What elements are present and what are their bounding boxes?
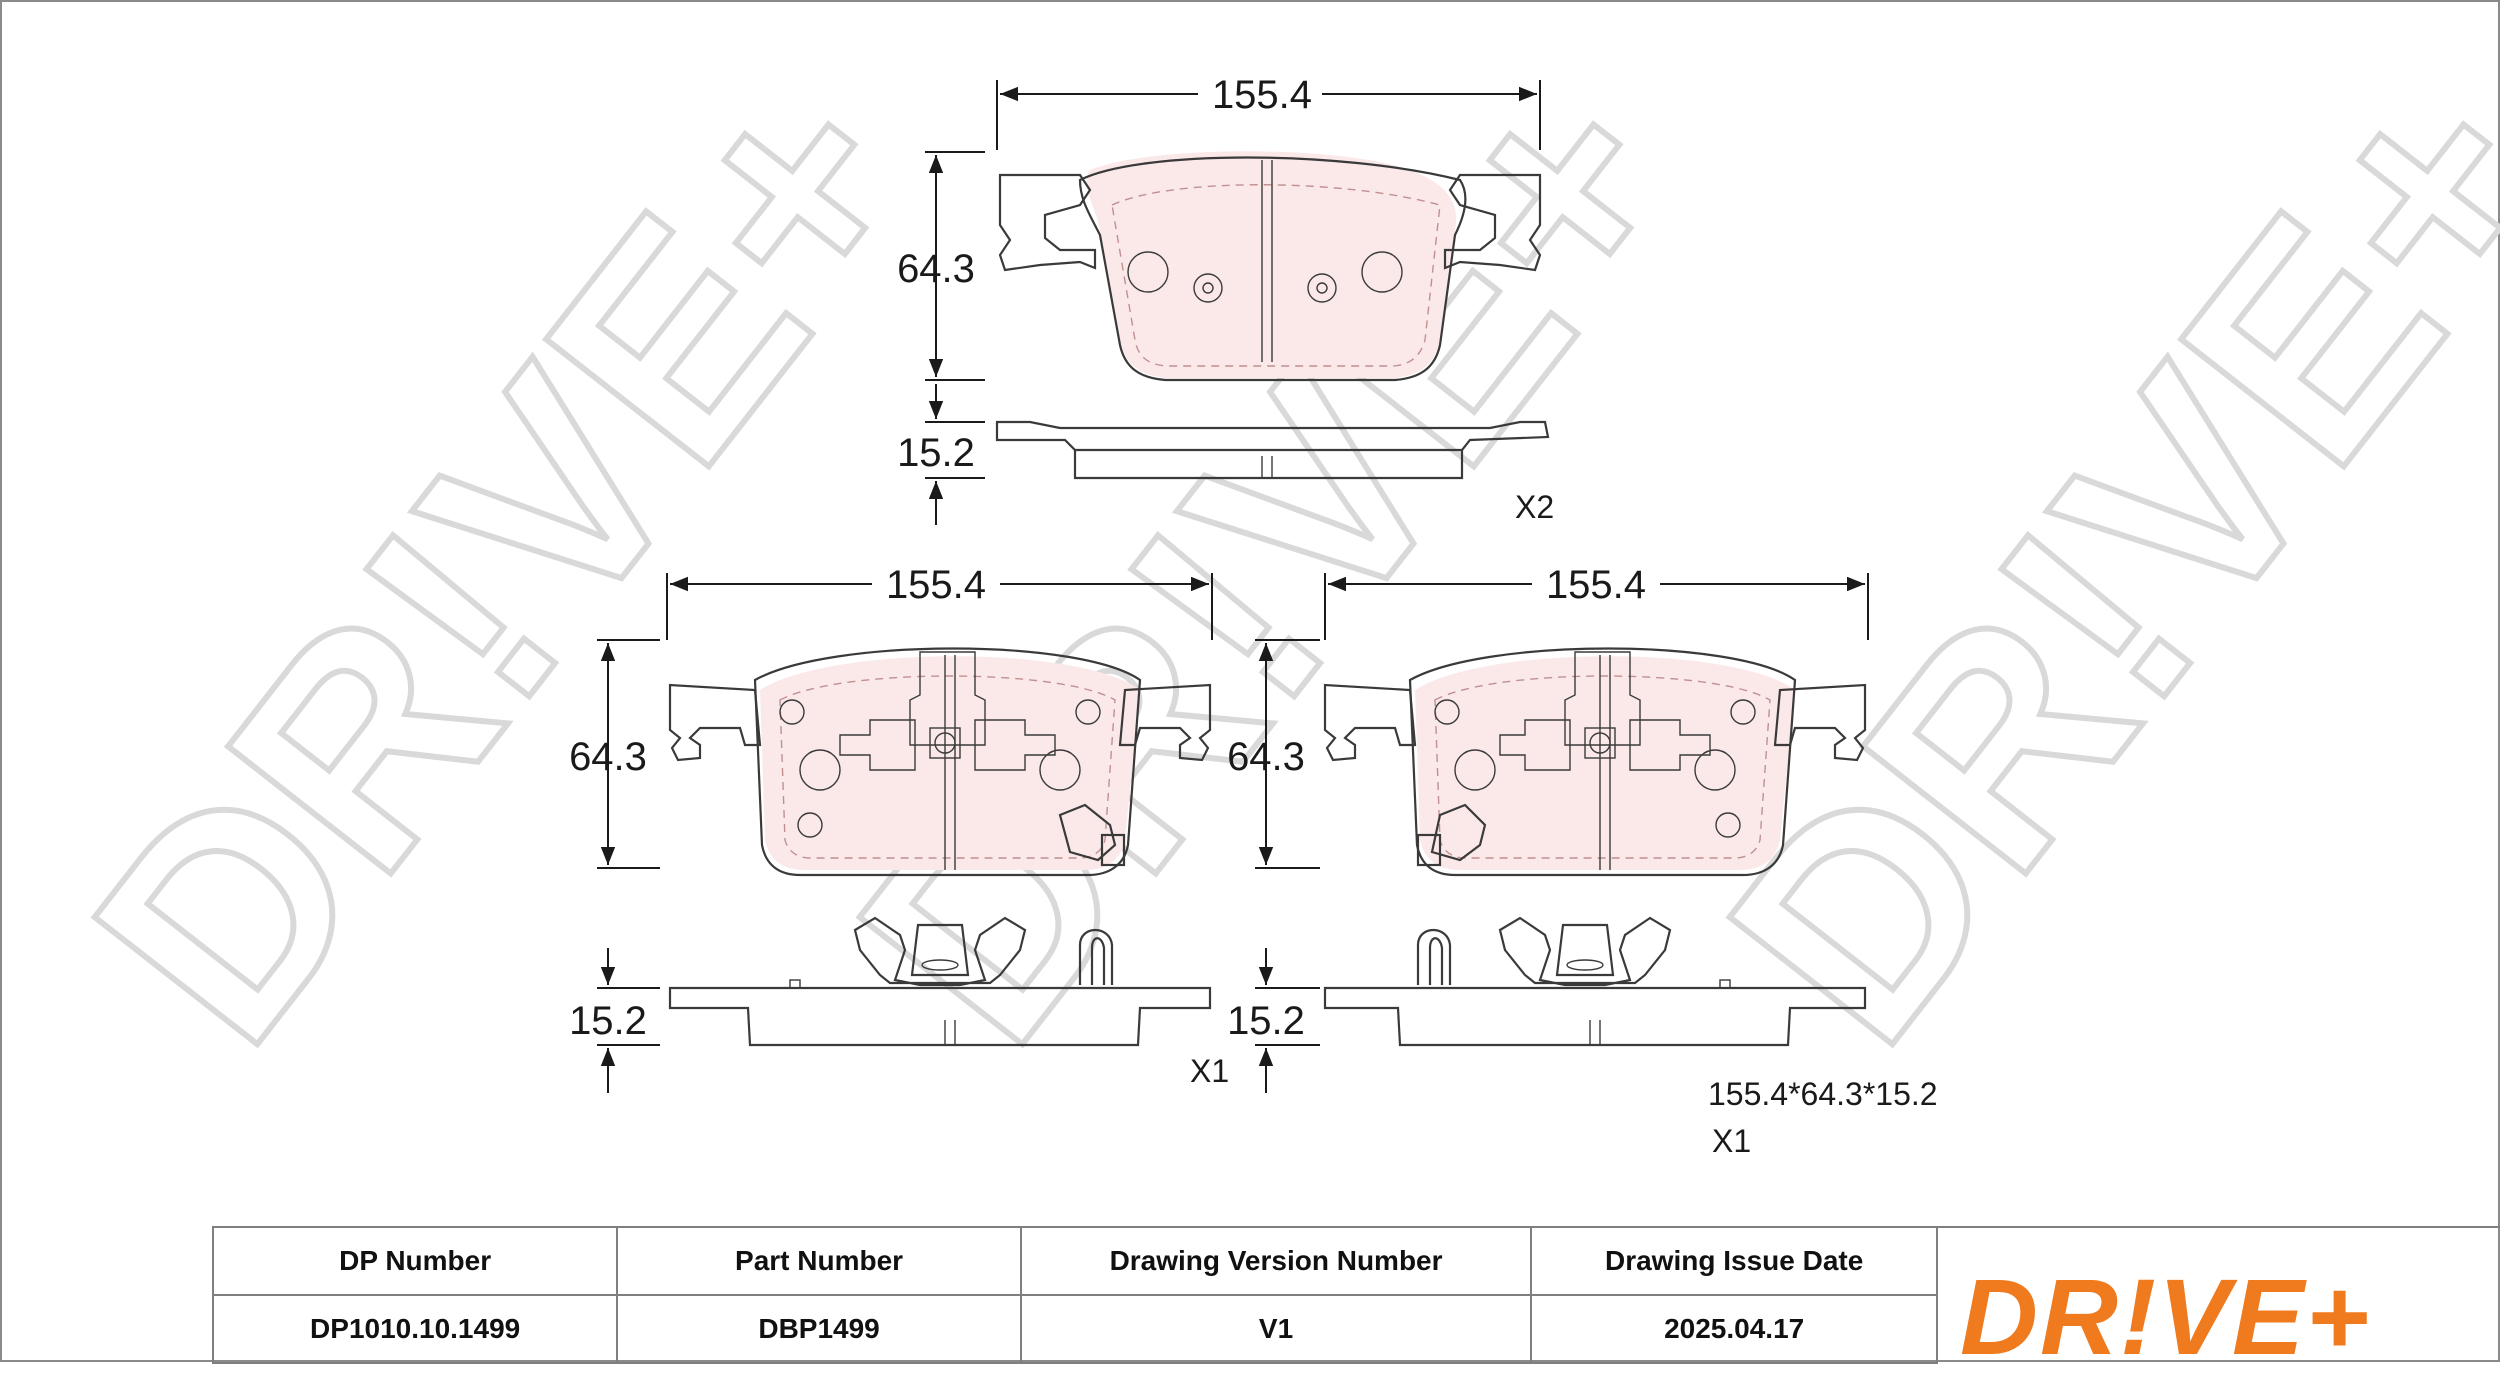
title-block: DP Number Part Number Drawing Version Nu… — [211, 1226, 1938, 1364]
left-thickness-dimension: 15.2 — [569, 948, 660, 1093]
summary-dimensions: 155.4*64.3*15.2 — [1708, 1076, 1938, 1112]
left-height-dimension: 64.3 — [569, 639, 660, 869]
top-quantity-label: X2 — [1515, 489, 1554, 525]
brand-logo: DR!VE+ — [1960, 1256, 2372, 1377]
left-thickness-label: 15.2 — [569, 999, 647, 1043]
left-height-label: 64.3 — [569, 735, 647, 779]
drawing-version-header: Drawing Version Number — [1019, 1226, 1533, 1296]
drawing-version-value: V1 — [1019, 1294, 1533, 1364]
left-pad-side-view — [668, 916, 1212, 1047]
watermark-left: DR!VE+ — [31, 19, 978, 1099]
right-thickness-label: 15.2 — [1227, 999, 1305, 1043]
left-pad-front-view — [668, 647, 1212, 877]
top-thickness-dimension: 15.2 — [897, 384, 985, 525]
top-thickness-label: 15.2 — [897, 431, 975, 475]
top-width-label: 155.4 — [1212, 73, 1312, 117]
dp-number-value: DP1010.10.1499 — [211, 1294, 619, 1364]
watermark-right: DR!VE+ — [1666, 19, 2500, 1099]
top-height-label: 64.3 — [897, 247, 975, 291]
title-block-value-row: DP1010.10.1499 DBP1499 V1 2025.04.17 — [211, 1294, 1938, 1364]
top-pad-side-view — [995, 420, 1550, 480]
top-height-dimension: 64.3 — [897, 151, 985, 381]
dp-number-header: DP Number — [211, 1226, 619, 1296]
right-pad-front-view — [1323, 647, 1867, 877]
top-width-dimension: 155.4 — [996, 73, 1541, 150]
drawing-issue-date-header: Drawing Issue Date — [1530, 1226, 1938, 1296]
left-width-dimension: 155.4 — [666, 563, 1213, 640]
left-quantity-label: X1 — [1190, 1053, 1229, 1089]
right-height-dimension: 64.3 — [1227, 639, 1320, 869]
left-width-label: 155.4 — [886, 563, 986, 607]
part-number-header: Part Number — [616, 1226, 1022, 1296]
right-thickness-dimension: 15.2 — [1227, 948, 1320, 1093]
summary-quantity: X1 — [1712, 1123, 1751, 1159]
part-number-value: DBP1499 — [616, 1294, 1022, 1364]
top-pad-front-view — [998, 151, 1542, 382]
right-width-label: 155.4 — [1546, 563, 1646, 607]
title-block-header-row: DP Number Part Number Drawing Version Nu… — [211, 1226, 1938, 1296]
right-width-dimension: 155.4 — [1324, 563, 1869, 640]
right-height-label: 64.3 — [1227, 735, 1305, 779]
right-pad-side-view — [1323, 916, 1867, 1047]
drawing-issue-date-value: 2025.04.17 — [1530, 1294, 1938, 1364]
logo-cell: DR!VE+ — [1938, 1226, 2500, 1377]
